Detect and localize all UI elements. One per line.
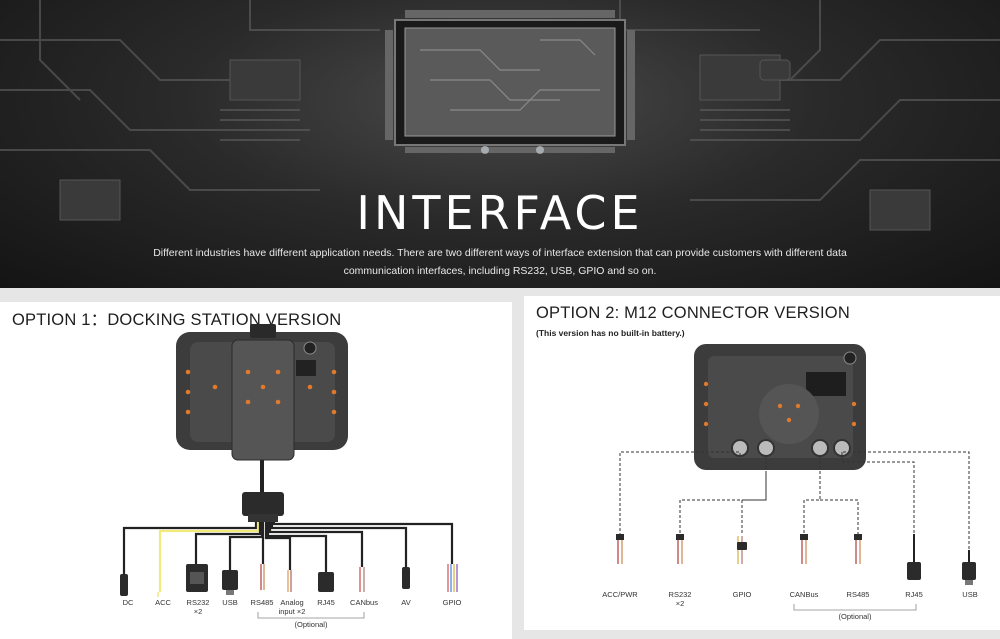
hero-title: INTERFACE [356,186,644,240]
label-canbus: CANBus [789,590,819,599]
tablet-rear-image [694,344,866,470]
label-optional: (Optional) [838,612,872,621]
label-rj45: RJ45 [905,590,923,599]
label-rs232: RS232×2 [186,598,210,616]
option2-title: OPTION 2: M12 CONNECTOR VERSION [536,304,850,322]
label-rj45: RJ45 [317,598,335,607]
label-gpio: GPIO [732,590,752,599]
tablet-rear-image [176,324,348,461]
label-acc-pwr: ACC/PWR [602,590,638,599]
hero-banner: INTERFACE Different industries have diff… [0,0,1000,288]
option2-note: (This version has no built-in battery.) [536,328,685,338]
label-rs232: RS232×2 [668,590,692,608]
label-canbus: CANbus [350,598,378,607]
label-optional: (Optional) [294,620,328,629]
label-rs485: RS485 [250,598,274,607]
hero-description: Different industries have different appl… [153,247,847,277]
label-dc: DC [122,598,134,607]
label-gpio: GPIO [442,598,462,607]
m12-connector-diagram [616,344,976,611]
label-usb: USB [222,598,238,607]
label-acc: ACC [155,598,171,607]
option1-panel: OPTION 1：DOCKING STATION VERSION [0,302,512,639]
label-usb: USB [962,590,978,599]
docking-station-diagram [120,324,458,619]
option2-panel: OPTION 2: M12 CONNECTOR VERSION (This ve… [524,296,1000,630]
label-av: AV [401,598,411,607]
label-rs485: RS485 [846,590,870,599]
circuit-board-image [0,0,1000,231]
